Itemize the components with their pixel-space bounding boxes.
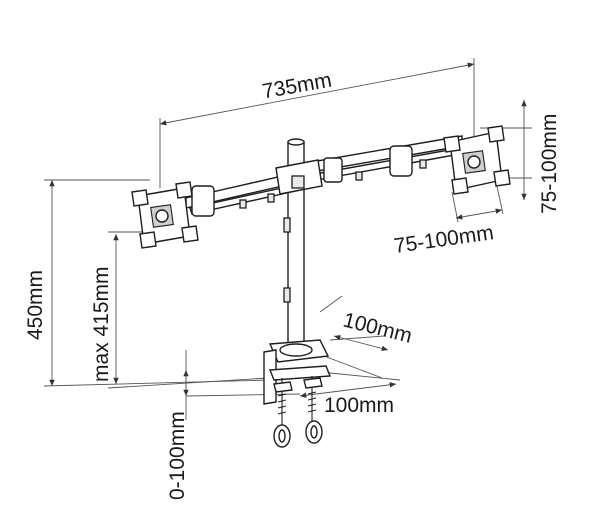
total-height-label: 450mm <box>24 270 47 340</box>
max-height-dimension: max 415mm <box>90 231 269 389</box>
vesa-width-label: 75-100mm <box>392 221 495 258</box>
desk-clamp <box>263 339 332 448</box>
base-depth-label: 100mm <box>341 309 415 348</box>
right-vesa-plate <box>443 125 511 195</box>
left-vesa-plate <box>131 181 199 249</box>
vertical-pole <box>283 138 305 353</box>
total-height-dimension: 450mm <box>24 179 271 387</box>
vesa-height-label: 75-100mm <box>538 114 561 214</box>
desk-thickness-label: 0-100mm <box>166 411 189 500</box>
base-depth-dimension: 100mm <box>319 295 415 352</box>
base-width-dimension: 100mm <box>299 355 401 417</box>
arm-assembly <box>185 135 463 217</box>
max-height-label: max 415mm <box>90 266 113 382</box>
vesa-width-dimension: 75-100mm <box>392 181 504 258</box>
base-width-label: 100mm <box>324 394 394 417</box>
desk-thickness-dimension: 0-100mm <box>166 350 301 500</box>
